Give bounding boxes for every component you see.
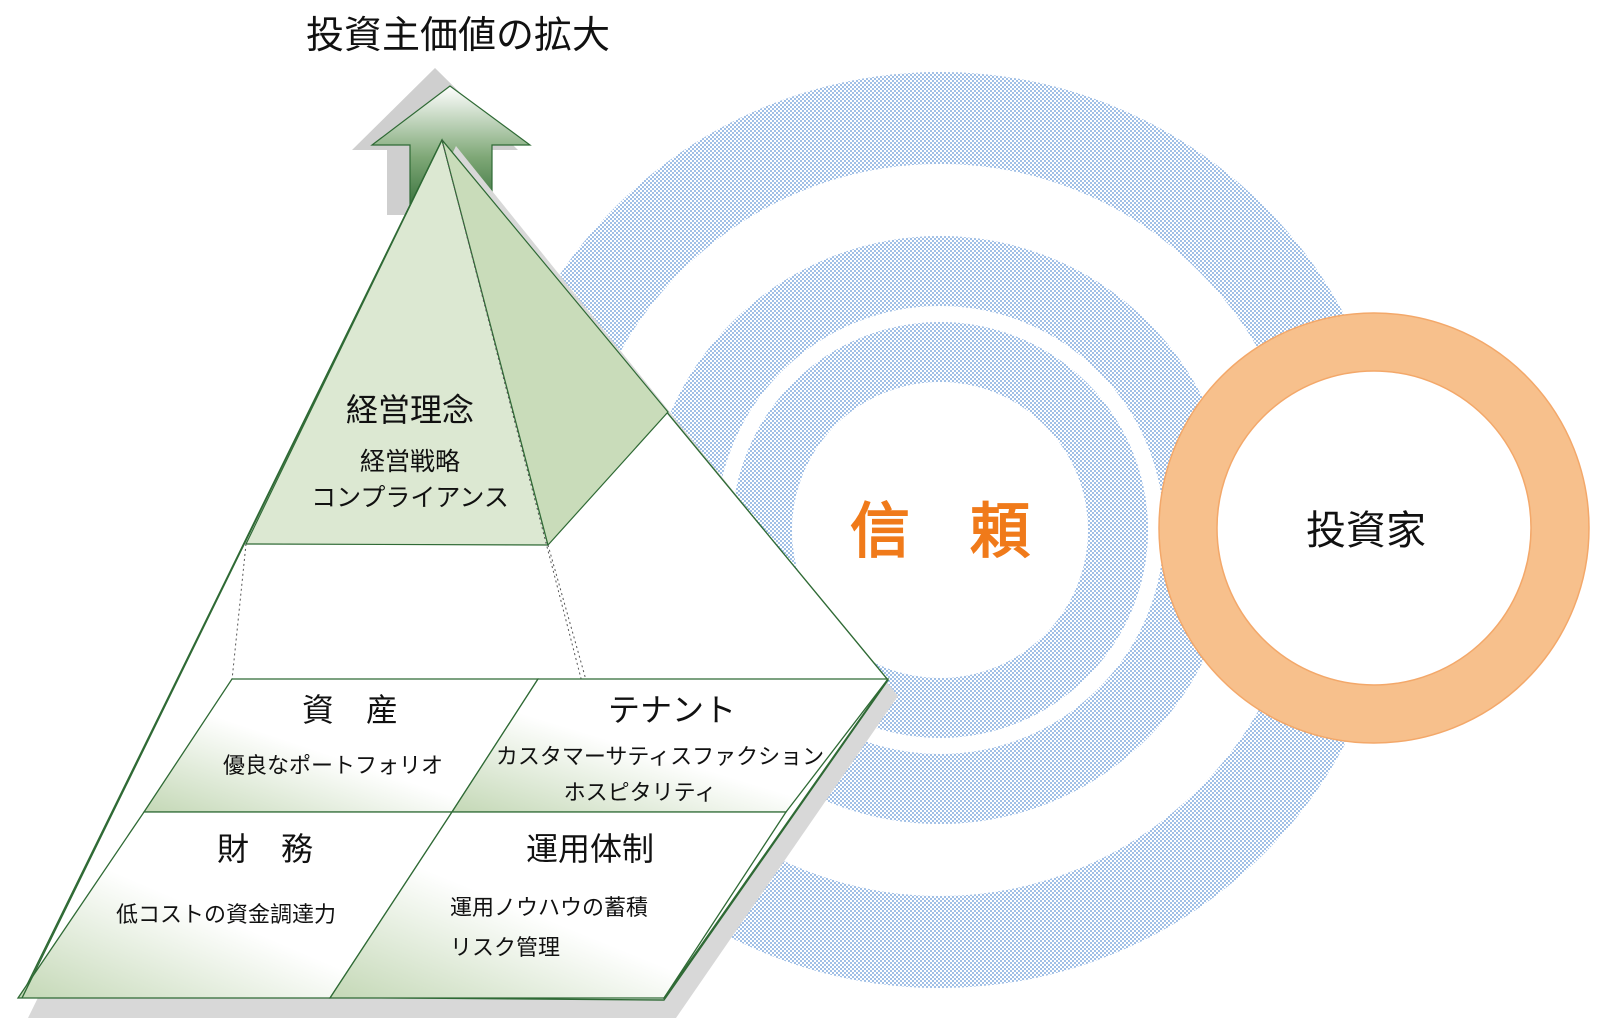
operations-line-1: 運用ノウハウの蓄積 — [450, 896, 648, 921]
diagram-title: 投資主価値の拡大 — [306, 13, 610, 57]
assets-heading: 資 産 — [302, 691, 398, 729]
apex-line-2: コンプライアンス — [311, 483, 509, 512]
tenants-heading: テナント — [608, 691, 736, 729]
assets-line-1: 優良なポートフォリオ — [223, 754, 443, 779]
operations-line-2: リスク管理 — [450, 936, 560, 961]
operations-heading: 運用体制 — [526, 830, 654, 868]
trust-label: 信 頼 — [850, 497, 1031, 567]
tenants-line-1: カスタマーサティスファクション — [496, 745, 824, 770]
investor-label: 投資家 — [1306, 508, 1426, 554]
tenants-line-2: ホスピタリティ — [564, 781, 717, 806]
finance-heading: 財 務 — [217, 830, 313, 868]
pyramid — [16, 138, 890, 1001]
apex-heading: 経営理念 — [346, 391, 474, 429]
apex-line-1: 経営戦略 — [360, 447, 460, 476]
investor-ring — [1158, 312, 1590, 744]
finance-line-1: 低コストの資金調達力 — [116, 903, 336, 928]
